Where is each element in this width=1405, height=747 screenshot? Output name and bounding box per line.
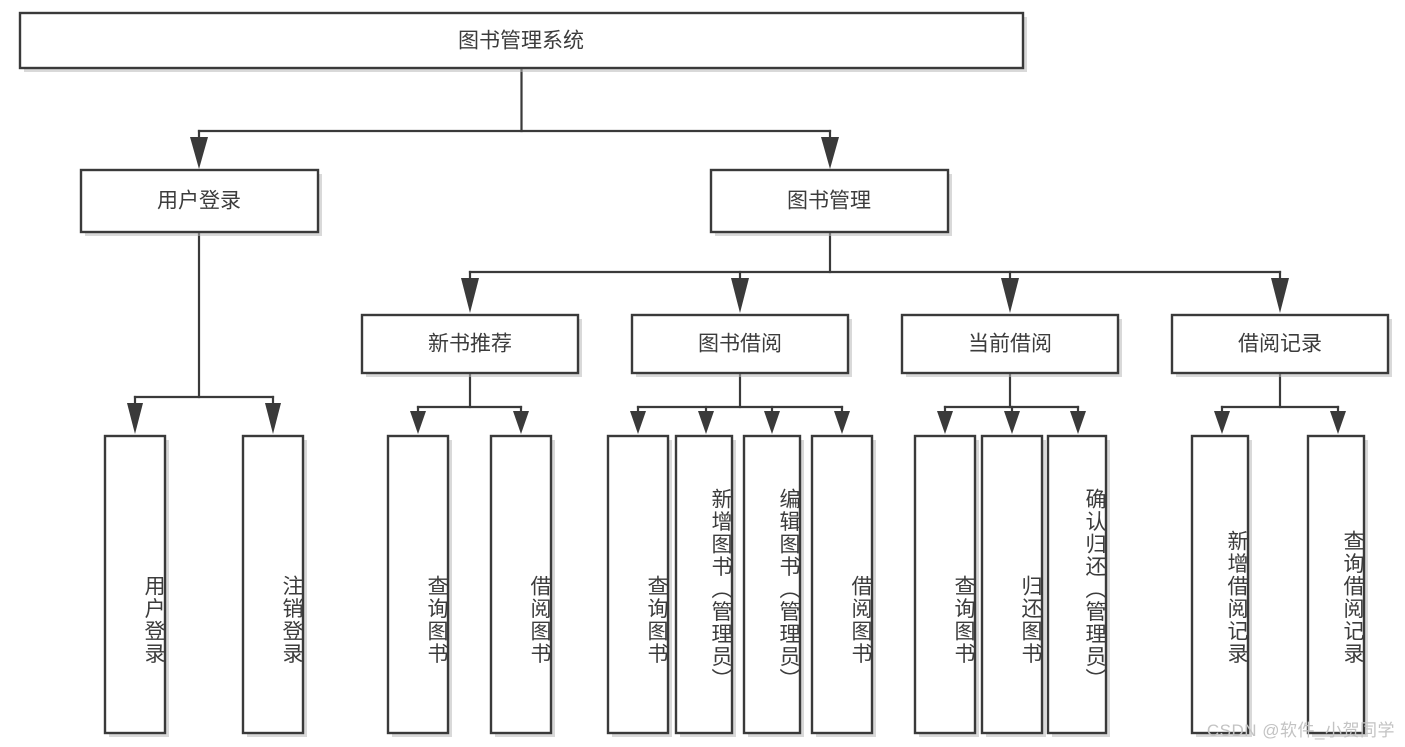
arrowhead-book-borrow [731, 278, 749, 313]
new-book-rec-label: 新书推荐 [428, 333, 512, 356]
current-borrow-box [900, 313, 1120, 375]
node-new-book-rec[interactable]: 新书推荐 [360, 313, 582, 377]
leaf-user-login-box [103, 434, 167, 735]
root-box [18, 11, 1025, 70]
node-leaf-confirm-return[interactable] [1046, 434, 1110, 737]
borrow-record-box [1170, 313, 1390, 375]
current-borrow-label: 当前借阅 [968, 333, 1052, 356]
arrowhead-leaf-borrow-book-1 [513, 411, 529, 434]
arrowhead-current-borrow [1001, 278, 1019, 313]
node-leaf-add-book[interactable] [674, 434, 736, 737]
node-leaf-query-book-2[interactable] [606, 434, 672, 737]
node-leaf-add-record[interactable] [1190, 434, 1252, 737]
arrowhead-book-manage [821, 137, 839, 169]
node-leaf-borrow-book-1[interactable] [489, 434, 555, 737]
leaf-query-book-2-box [606, 434, 670, 735]
arrowhead-user-login [190, 137, 208, 169]
connector-layer [127, 66, 1346, 434]
arrowhead-leaf-query-record [1330, 411, 1346, 434]
node-book-manage[interactable]: 图书管理 [709, 168, 952, 236]
arrowhead-leaf-add-record [1214, 411, 1230, 434]
leaf-confirm-return-box [1046, 434, 1108, 735]
root-label: 图书管理系统 [458, 30, 584, 53]
node-leaf-user-logout[interactable] [241, 434, 307, 737]
leaf-add-book-box [674, 434, 734, 735]
arrowhead-leaf-add-book [698, 411, 714, 434]
arrowhead-leaf-return-book [1004, 411, 1020, 434]
user-login-box [79, 168, 320, 234]
node-user-login[interactable]: 用户登录 [79, 168, 322, 236]
borrow-record-label: 借阅记录 [1238, 333, 1322, 356]
leaf-edit-book-box [742, 434, 802, 735]
leaf-borrow-book-1-box [489, 434, 553, 735]
node-leaf-user-login[interactable] [103, 434, 169, 737]
node-current-borrow[interactable]: 当前借阅 [900, 313, 1122, 377]
book-borrow-box [630, 313, 850, 375]
leaf-box-layer [103, 434, 1368, 737]
new-book-rec-box [360, 313, 580, 375]
node-leaf-query-book-3[interactable] [913, 434, 979, 737]
leaf-query-book-1-box [386, 434, 450, 735]
arrowhead-new-book-rec [461, 278, 479, 313]
node-leaf-borrow-book-2[interactable] [810, 434, 876, 737]
leaf-add-record-box [1190, 434, 1250, 735]
node-leaf-edit-book[interactable] [742, 434, 804, 737]
node-leaf-return-book[interactable] [980, 434, 1046, 737]
book-borrow-label: 图书借阅 [698, 333, 782, 356]
arrowhead-leaf-borrow-book-2 [834, 411, 850, 434]
book-manage-label: 图书管理 [787, 190, 871, 213]
user-login-label: 用户登录 [157, 190, 241, 213]
arrowhead-leaf-query-book-3 [937, 411, 953, 434]
book-manage-box [709, 168, 950, 234]
node-root[interactable]: 图书管理系统 [18, 11, 1027, 72]
arrowhead-borrow-record [1271, 278, 1289, 313]
leaf-user-logout-box [241, 434, 305, 735]
arrowhead-leaf-edit-book [764, 411, 780, 434]
node-book-borrow[interactable]: 图书借阅 [630, 313, 852, 377]
arrowhead-leaf-user-login [127, 403, 143, 434]
csdn-watermark: CSDN @软件_小贺同学 [1206, 721, 1395, 740]
leaf-query-book-3-box [913, 434, 977, 735]
leaf-borrow-book-2-box [810, 434, 874, 735]
node-borrow-record[interactable]: 借阅记录 [1170, 313, 1392, 377]
arrowhead-leaf-user-logout [265, 403, 281, 434]
arrowhead-leaf-confirm-return [1070, 411, 1086, 434]
arrowhead-leaf-query-book-1 [410, 411, 426, 434]
node-leaf-query-book-1[interactable] [386, 434, 452, 737]
leaf-return-book-box [980, 434, 1044, 735]
node-leaf-query-record[interactable] [1306, 434, 1368, 737]
arrowhead-leaf-query-book-2 [630, 411, 646, 434]
leaf-query-record-box [1306, 434, 1366, 735]
